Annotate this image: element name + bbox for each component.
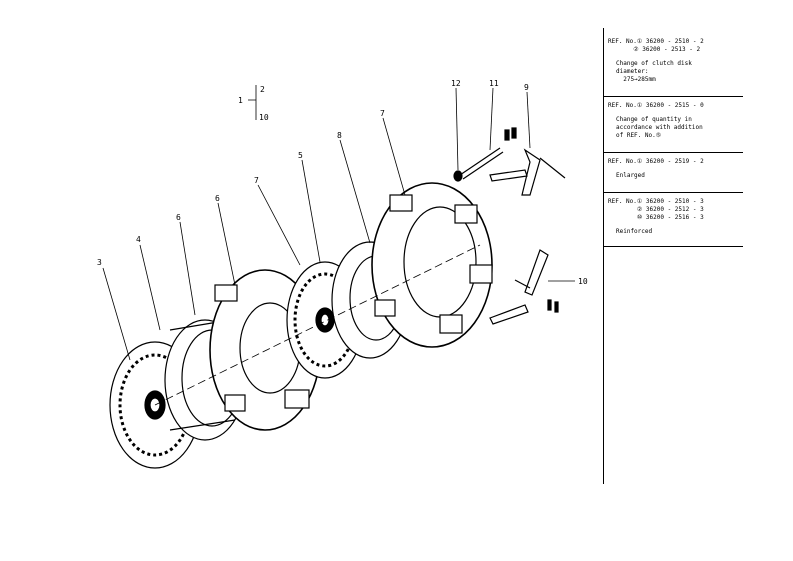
- revision-section-1: REF. No.① 36200 - 2510 - 2 ② 36200 - 251…: [608, 38, 790, 84]
- section-divider: [604, 96, 743, 97]
- ref-line: REF. No.① 36200 - 2519 - 2: [608, 158, 704, 165]
- callout-8: 8: [337, 131, 342, 140]
- callout-5: 5: [298, 151, 303, 160]
- ref-line: REF. No.① 36200 - 2510 - 3: [608, 198, 704, 205]
- rear-cover: [371, 182, 493, 348]
- callout-7b: 7: [380, 109, 385, 118]
- callout-7a: 7: [254, 176, 259, 185]
- revision-section-3: REF. No.① 36200 - 2519 - 2 Enlarged: [608, 158, 790, 180]
- ref-line: ② 36200 - 2512 - 3: [608, 206, 704, 213]
- section-divider: [604, 192, 743, 193]
- legend-10: 10: [259, 113, 269, 122]
- legend-1: 1: [238, 96, 243, 105]
- leader-lines: [102, 87, 575, 361]
- callout-labels: 3 4 6 6 7 5 8 7 12 11 9 10 1 2 10: [97, 79, 588, 286]
- release-lever-upper: [489, 127, 566, 196]
- section-divider: [604, 152, 743, 153]
- ref-line: ② 36200 - 2513 - 2: [608, 46, 701, 53]
- callout-9: 9: [524, 83, 529, 92]
- revision-note: Change of clutch disk diameter: 275→285m…: [616, 60, 692, 83]
- clutch-exploded-diagram: 3 4 6 6 7 5 8 7 12 11 9 10 1 2 10: [97, 79, 588, 469]
- bolt-and-washer: [453, 147, 504, 182]
- panel-divider: [603, 28, 604, 484]
- ref-line: REF. No.① 36200 - 2510 - 2: [608, 38, 704, 45]
- section-divider: [604, 246, 743, 247]
- release-lever-lower: [489, 249, 559, 325]
- callout-10: 10: [578, 277, 588, 286]
- callout-11: 11: [489, 79, 499, 88]
- revision-note: Reinforced: [616, 228, 653, 235]
- callout-12: 12: [451, 79, 461, 88]
- revision-note: Change of quantity in accordance with ad…: [616, 116, 703, 139]
- callout-4: 4: [136, 235, 141, 244]
- callout-6a: 6: [176, 213, 181, 222]
- ref-line: ⑩ 36200 - 2516 - 3: [608, 214, 704, 221]
- revision-section-2: REF. No.① 36200 - 2515 - 0 Change of qua…: [608, 102, 790, 140]
- revision-section-4: REF. No.① 36200 - 2510 - 3 ② 36200 - 251…: [608, 198, 790, 236]
- callout-3: 3: [97, 258, 102, 267]
- legend-2: 2: [260, 85, 265, 94]
- ref-line: REF. No.① 36200 - 2515 - 0: [608, 102, 704, 109]
- revision-note: Enlarged: [616, 172, 645, 179]
- callout-6b: 6: [215, 194, 220, 203]
